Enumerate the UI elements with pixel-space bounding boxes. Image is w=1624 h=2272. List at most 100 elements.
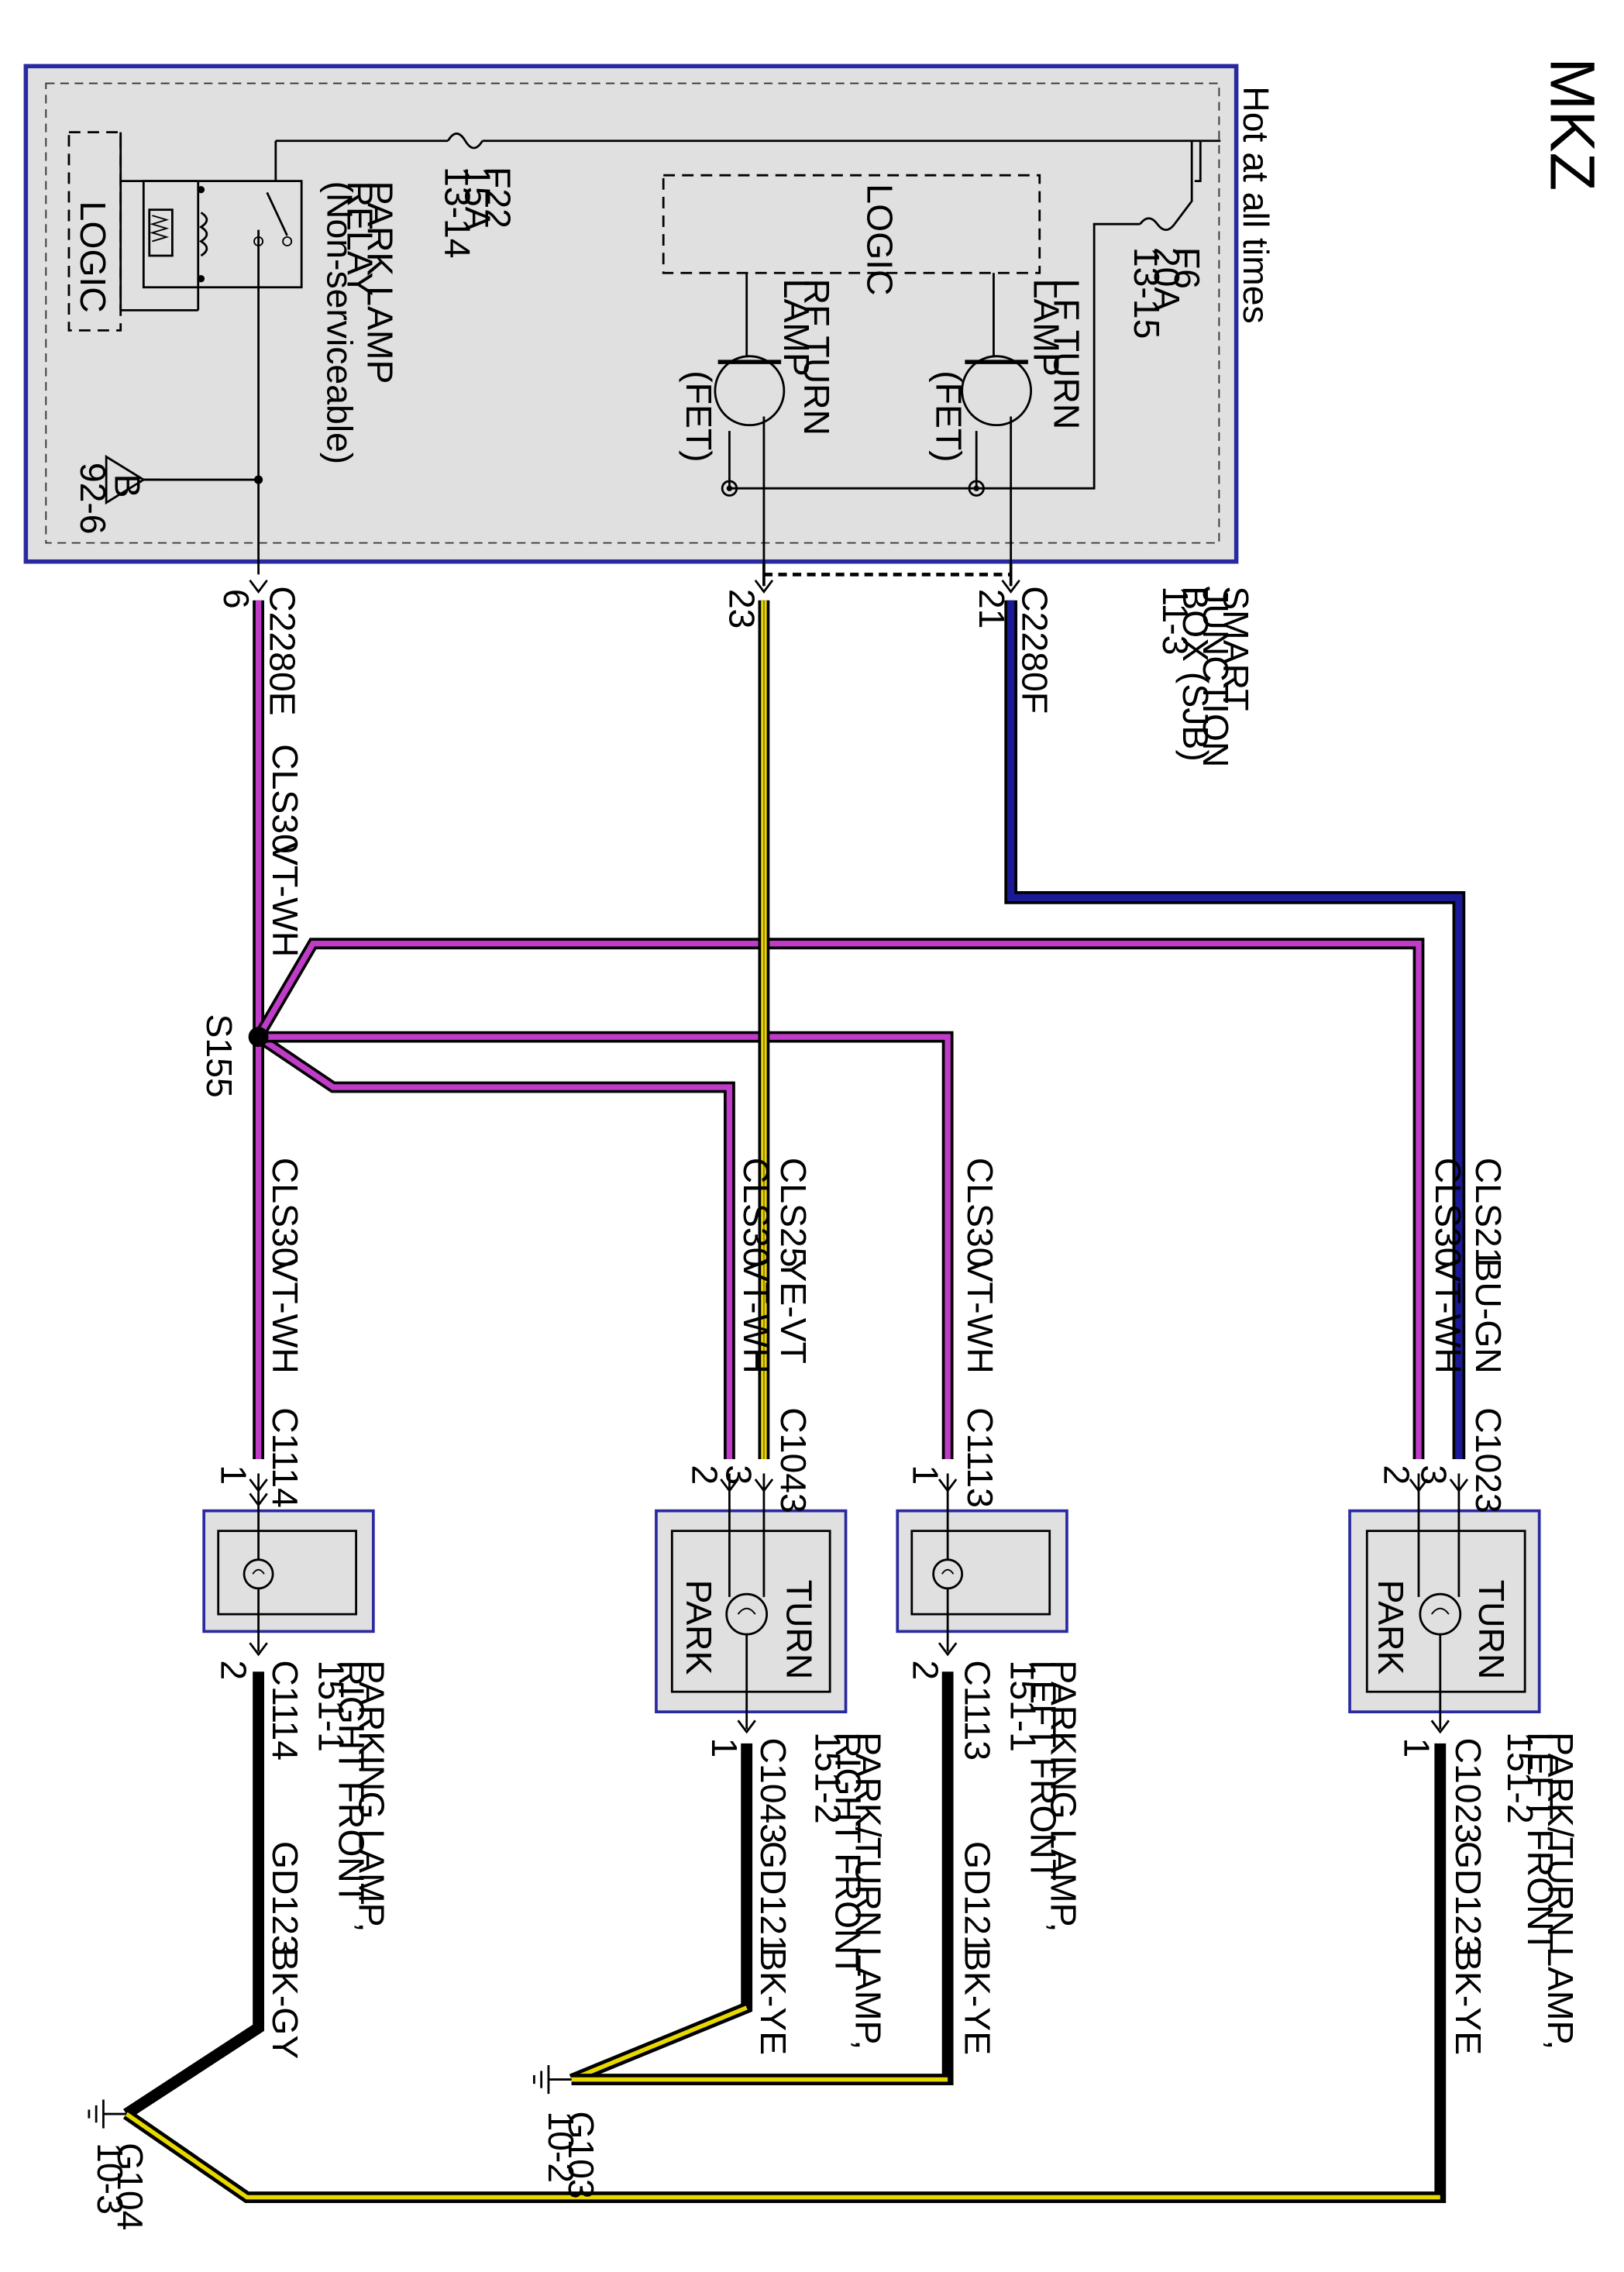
fuse-f6-label-1: F6 bbox=[1167, 247, 1207, 289]
c1114-top-label: C1114 bbox=[265, 1407, 305, 1508]
c1113-top-label: C1113 bbox=[960, 1407, 1000, 1508]
wire-label-cls30-rf-park: CLS30 bbox=[265, 1158, 305, 1268]
wire-label-gd123-lf: GD123 bbox=[1448, 1841, 1488, 1955]
wire-label-vtwh-top: VT-WH bbox=[265, 842, 305, 957]
smart-junction-box bbox=[23, 64, 1239, 587]
parkturn-lf-name-3: 151-2 bbox=[1500, 1732, 1540, 1824]
splice-s155-dot bbox=[248, 1027, 269, 1048]
fuse-f22-label-2: 15A bbox=[457, 167, 497, 231]
sjb-name-line-1: SMART bbox=[1216, 586, 1256, 711]
c1043-top-label: C1043 bbox=[773, 1407, 814, 1513]
lamp-connector-arrows bbox=[249, 1479, 1469, 1734]
pin-21-label: 21 bbox=[972, 589, 1012, 629]
wire-label-cls30-rf-pt: CLS30 bbox=[736, 1158, 776, 1268]
fuse-f22-label-3: 13-14 bbox=[438, 167, 478, 258]
wire-label-cls30-top: CLS30 bbox=[265, 744, 305, 854]
c1023-top-label: C1023 bbox=[1468, 1407, 1509, 1513]
pin-1-lf-park: 1 bbox=[906, 1465, 946, 1485]
c1043-bottom-label: C1043 bbox=[753, 1738, 793, 1844]
wire-label-bugn: BU-GN bbox=[1468, 1258, 1509, 1374]
fuse-f22-label-1: F22 bbox=[477, 167, 518, 229]
rf-turn-label-1: RF TURN bbox=[797, 279, 837, 435]
wire-label-bkgy: BK-GY bbox=[265, 1947, 305, 2059]
g104-label-1: G104 bbox=[110, 2143, 150, 2230]
park-rf-name-1: PARKING LAMP, bbox=[351, 1660, 391, 1932]
wire-gd123-bk-gy[interactable] bbox=[123, 1671, 264, 2119]
model-label: MKZ bbox=[1536, 57, 1607, 191]
g103-label-1: G103 bbox=[561, 2111, 601, 2198]
pin-3-lf-pt: 3 bbox=[1414, 1465, 1454, 1485]
park-lf-name-3: 151-1 bbox=[1003, 1660, 1044, 1752]
wire-label-bkye-lf: BK-YE bbox=[957, 1947, 997, 2055]
lf-turn-label-1: LF TURN bbox=[1046, 279, 1086, 430]
pin-23-label: 23 bbox=[721, 589, 762, 629]
park-lf-name-1: PARKING LAMP, bbox=[1044, 1660, 1084, 1932]
wire-label-cls30-lf-park: CLS30 bbox=[960, 1158, 1000, 1268]
lf-turn-label-2: LAMP bbox=[1026, 279, 1066, 377]
parkturn-lf-name-2: LEFT FRONT bbox=[1520, 1732, 1560, 1953]
parkturn-rf-name-1: PARK/TURN LAMP, bbox=[848, 1732, 889, 2050]
c2280e-label: C2280E bbox=[262, 586, 302, 715]
wire-gd123-bk-ye[interactable] bbox=[122, 1743, 1447, 2203]
wire-gd121-bk-ye[interactable] bbox=[569, 1671, 954, 2085]
parkturn-rf-name-3: 151-2 bbox=[808, 1732, 848, 1824]
wire-label-bkye-rf: BK-YE bbox=[753, 1947, 793, 2055]
wire-bu-gn[interactable] bbox=[1004, 600, 1466, 1459]
relay-label-3: (Non-serviceable) bbox=[320, 181, 360, 465]
labels: MKZ Hot at all times SMART JUNCTION BOX … bbox=[73, 57, 1608, 2230]
wire-label-vtwh-lf-pt: VT-WH bbox=[1428, 1258, 1468, 1374]
relay-label-1: PARK LAMP bbox=[360, 181, 400, 384]
wire-vt-wh[interactable] bbox=[253, 600, 1425, 1459]
pin-2-lf-pt: 2 bbox=[1377, 1465, 1417, 1485]
lamp-parkturn-rf bbox=[655, 1473, 848, 1730]
pin-2-rf-pt: 2 bbox=[684, 1465, 724, 1485]
wire-label-cls25: CLS25 bbox=[773, 1158, 814, 1268]
ground-symbol-label: B bbox=[107, 474, 147, 498]
ground-g104-icon bbox=[88, 2099, 127, 2129]
lf-turn-inner-label: TURN bbox=[1471, 1580, 1512, 1680]
rf-turn-label-2: LAMP bbox=[776, 279, 817, 377]
rf-fet-icon bbox=[714, 355, 786, 497]
park-rf-name-2: RIGHT FRONT bbox=[331, 1660, 371, 1905]
c1023-bottom-label: C1023 bbox=[1448, 1738, 1488, 1844]
fuse-f6-label-3: 13-15 bbox=[1127, 247, 1167, 339]
wire-label-cls21: CLS21 bbox=[1468, 1158, 1509, 1268]
ground-triangle-icon bbox=[105, 454, 161, 505]
pin-1-rf-park: 1 bbox=[213, 1465, 253, 1485]
logic-center-label: LOGIC bbox=[859, 184, 900, 295]
logic-left-label: LOGIC bbox=[73, 201, 113, 313]
sjb-name-line-3: BOX (SJB) bbox=[1175, 586, 1216, 762]
lf-fet-label: (FET) bbox=[928, 370, 969, 462]
sjb-name-line-2: JUNCTION bbox=[1196, 586, 1236, 767]
wire-label-gd121-lf: GD121 bbox=[957, 1841, 997, 1955]
c2280f-label: C2280F bbox=[1014, 586, 1055, 714]
pin-1-rf-pt-bottom: 1 bbox=[704, 1738, 745, 1758]
lf-park-inner-label: PARK bbox=[1371, 1580, 1411, 1675]
park-rf-name-3: 151-1 bbox=[311, 1660, 351, 1752]
parkturn-lf-name-1: PARK/TURN LAMP, bbox=[1540, 1732, 1581, 2050]
c1113-bottom-label: C1113 bbox=[957, 1660, 997, 1761]
wire-label-bkye-lf-pt: BK-YE bbox=[1448, 1947, 1488, 2055]
sjb-connector-arrows bbox=[249, 579, 1020, 594]
relay-label-2: RELAY bbox=[339, 181, 380, 297]
lamp-park-rf bbox=[202, 1473, 375, 1652]
g104-label-2: 10-3 bbox=[90, 2143, 130, 2215]
wire-label-cls30-lf-pt: CLS30 bbox=[1428, 1158, 1468, 1268]
hot-at-all-times-label: Hot at all times bbox=[1236, 86, 1276, 323]
pin-6-label: 6 bbox=[216, 589, 256, 609]
sjb-name-line-4: 11-3 bbox=[1155, 586, 1196, 655]
lamp-parkturn-lf bbox=[1348, 1473, 1541, 1730]
ground-g103-icon bbox=[533, 2065, 572, 2095]
lamp-park-lf bbox=[896, 1473, 1068, 1652]
wire-label-gd121-rf: GD121 bbox=[753, 1841, 793, 1955]
pin-1-lf-pt-bottom: 1 bbox=[1396, 1738, 1436, 1758]
rf-park-inner-label: PARK bbox=[679, 1580, 719, 1675]
c1114-bottom-label: C1114 bbox=[265, 1660, 305, 1761]
splice-label: S155 bbox=[199, 1014, 239, 1097]
pin-3-rf-pt: 3 bbox=[719, 1465, 759, 1485]
parkturn-rf-name-2: RIGHT FRONT bbox=[828, 1732, 869, 1977]
wire-label-vtwh-lf-park: VT-WH bbox=[960, 1258, 1000, 1374]
wires bbox=[122, 600, 1466, 2203]
wire-label-gd123-rf: GD123 bbox=[265, 1841, 305, 1955]
